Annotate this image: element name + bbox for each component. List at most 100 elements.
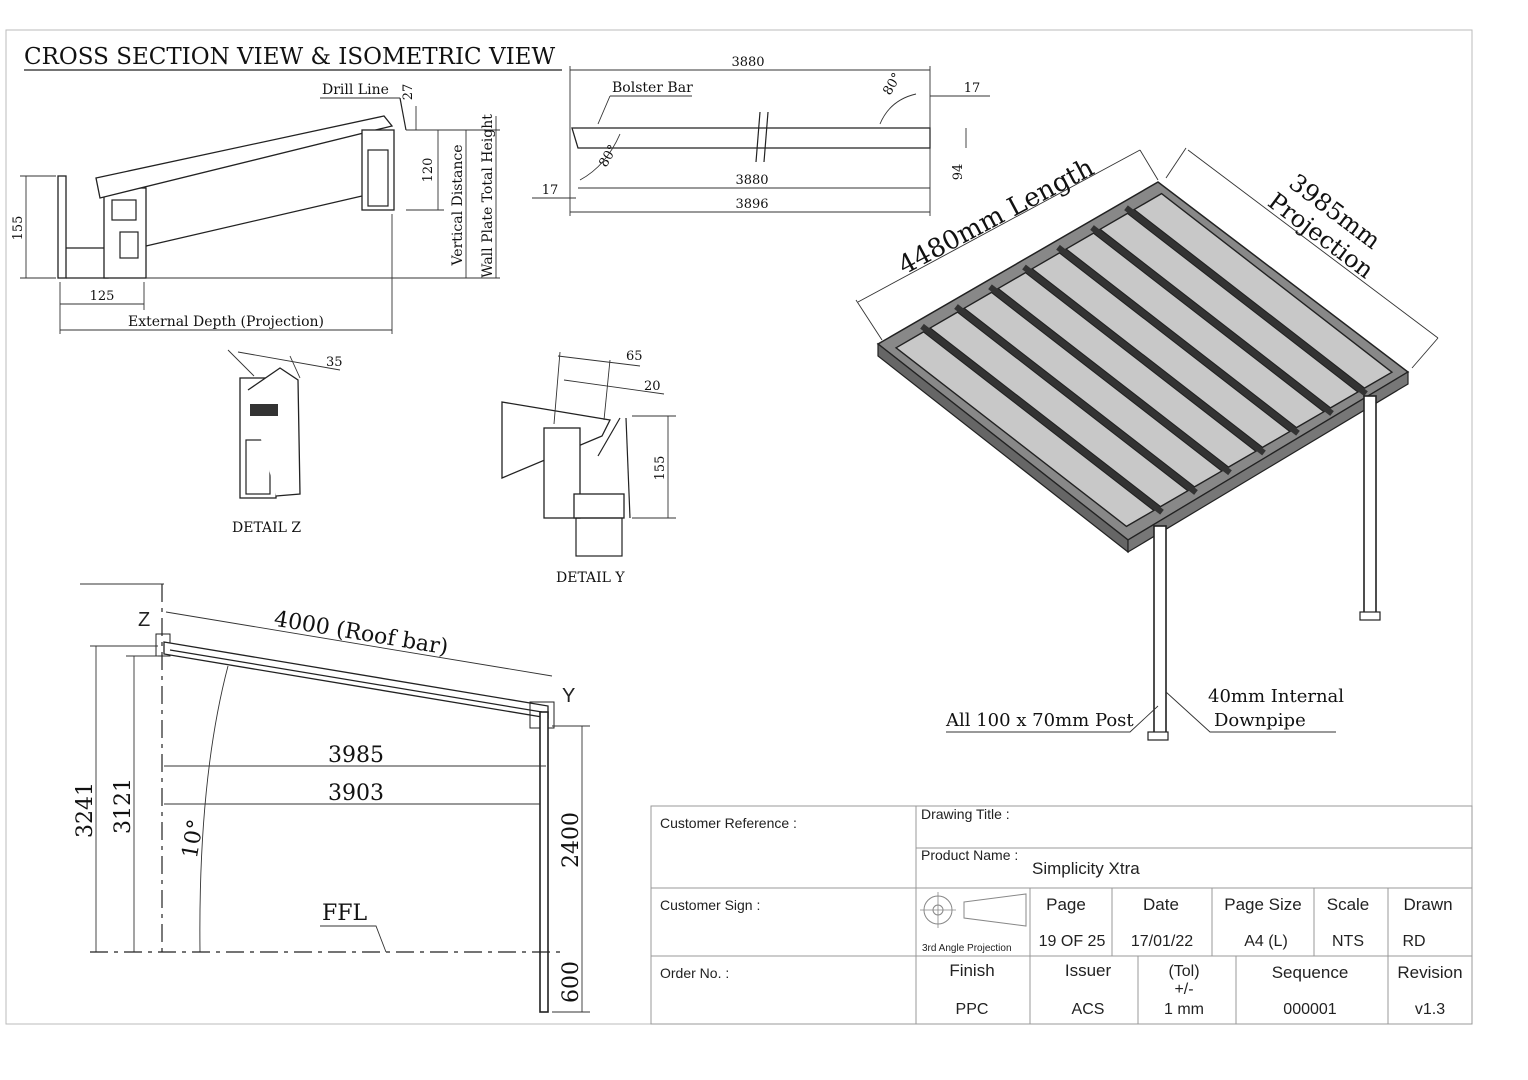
bolster-dim-bottom-2: 3896: [735, 197, 768, 212]
wall-beam: [361, 129, 395, 211]
bolster-dim-bottom-1: 3880: [735, 173, 768, 188]
isometric-view: 4480mm Length 3985mm Projection All 100 …: [855, 147, 1439, 741]
bolster-bar: [571, 127, 931, 149]
glazing-bar: [1124, 205, 1368, 397]
dim-line: [553, 351, 561, 425]
roof-panels: [894, 192, 1394, 528]
roof-bar-label: 4000 (Roof bar): [272, 607, 450, 661]
finish-label: Finish: [949, 961, 994, 980]
roof-panel: [1098, 212, 1360, 409]
roof-panel: [928, 311, 1190, 508]
roof-panel: [894, 331, 1156, 528]
side-post: [539, 711, 549, 1013]
date-label: Date: [1143, 895, 1179, 914]
wall-plate: [57, 175, 67, 279]
external-depth-label: External Depth (Projection): [128, 314, 324, 330]
product-name-value: Simplicity Xtra: [1032, 859, 1140, 878]
y-marker: Y: [562, 685, 575, 707]
roof-panel: [962, 291, 1224, 488]
sheet-title: CROSS SECTION VIEW & ISOMETRIC VIEW: [24, 44, 555, 70]
dim-line: [1411, 337, 1439, 369]
cross-section-view: 155 125 External Depth (Projection) Dril…: [11, 82, 500, 334]
roof-side-fascia: [1127, 370, 1409, 554]
detail-z-seal: [250, 404, 278, 416]
glazing-bar: [1056, 244, 1300, 436]
detail-y-lip: [597, 417, 621, 457]
panel-underside: [145, 195, 363, 247]
bolster-dim-17-right: 17: [964, 81, 981, 96]
detail-y: 65 20 155 DETAIL Y: [501, 349, 676, 586]
roof-bar-inner: [169, 649, 543, 713]
glazing-bar: [1090, 225, 1334, 416]
break-line: [755, 111, 761, 163]
wall-plate-height-label: Wall Plate Total Height: [480, 114, 496, 278]
dim-line: [1139, 149, 1159, 181]
glazing-bar: [1022, 264, 1266, 456]
customer-reference-label: Customer Reference :: [660, 815, 797, 831]
tol-label-1: (Tol): [1168, 963, 1199, 980]
dim-3121-label: 3121: [111, 778, 136, 834]
detail-y-downpipe: [575, 517, 623, 557]
roof-panel: [1132, 192, 1394, 389]
detail-z-dim: 35: [326, 355, 343, 370]
dim-line: [1165, 147, 1187, 179]
page-size-label: Page Size: [1224, 895, 1302, 914]
dim-27-label: 27: [401, 84, 416, 101]
title-block: Customer Reference : Drawing Title : Pro…: [650, 805, 1473, 1025]
iso-downpipe-line1: 40mm Internal: [1208, 686, 1344, 707]
dim-line: [857, 149, 1141, 303]
ffl-label: FFL: [322, 901, 368, 926]
post-front-foot: [1147, 731, 1169, 741]
detail-z-panel: [247, 367, 301, 497]
bolster-dim-top: 3880: [731, 55, 764, 70]
angle-arc: [879, 93, 917, 125]
dim-600-label: 600: [559, 961, 584, 1003]
dim-3241-label: 3241: [73, 782, 98, 838]
dim-3903-label: 3903: [328, 781, 384, 806]
sequence-value: 000001: [1283, 1001, 1336, 1018]
post-back-foot: [1359, 611, 1381, 621]
dim-line: [603, 359, 611, 421]
break-line: [763, 111, 769, 163]
scale-label: Scale: [1327, 895, 1370, 914]
issuer-value: ACS: [1072, 1001, 1105, 1018]
glazing-bar: [988, 284, 1232, 476]
detail-y-gutter: [573, 493, 625, 519]
drawn-label: Drawn: [1403, 895, 1452, 914]
dim-line: [557, 355, 641, 367]
bolster-bar-view: 3880 Bolster Bar 80° 80° 17 94 17 3880 3…: [532, 55, 990, 216]
dim-line: [1187, 149, 1439, 339]
post-back: [1363, 395, 1377, 619]
drawing-title-label: Drawing Title :: [921, 806, 1010, 822]
revision-value: v1.3: [1415, 1001, 1445, 1018]
projection-symbol-icon: [920, 892, 1027, 928]
roof-bar: [163, 641, 549, 719]
roof-panel: [1030, 252, 1292, 449]
detail-y-dim-20: 20: [644, 379, 661, 394]
page-label: Page: [1046, 895, 1086, 914]
side-view: Z Y 4000 (Roof bar) 3985 3903 3241 3121 …: [73, 583, 590, 1013]
dim-line: [165, 611, 553, 677]
bolster-dim-17-left: 17: [542, 183, 559, 198]
customer-sign-label: Customer Sign :: [660, 897, 760, 913]
angle-arc: [199, 665, 229, 953]
gutter-profile: [66, 247, 109, 279]
dim-3985-label: 3985: [328, 743, 384, 768]
bolster-leader: [597, 95, 692, 125]
title-block-frame: [650, 805, 1473, 1025]
drill-line-marker: [399, 97, 407, 131]
iso-post-label: All 100 x 70mm Post: [945, 710, 1134, 731]
beam-profile: [103, 187, 147, 279]
scale-value: NTS: [1332, 933, 1364, 950]
issuer-label: Issuer: [1065, 961, 1112, 980]
vertical-distance-label: Vertical Distance: [450, 144, 466, 266]
wall-beam-detail: [367, 149, 389, 207]
iso-downpipe-line2: Downpipe: [1214, 710, 1306, 731]
dim-125-label: 125: [90, 289, 115, 304]
bolster-dim-94: 94: [951, 164, 966, 181]
dim-line: [855, 299, 883, 341]
glazing-bar: [954, 304, 1198, 495]
bolster-bar-label: Bolster Bar: [612, 80, 693, 96]
product-name-label: Product Name :: [921, 847, 1018, 863]
